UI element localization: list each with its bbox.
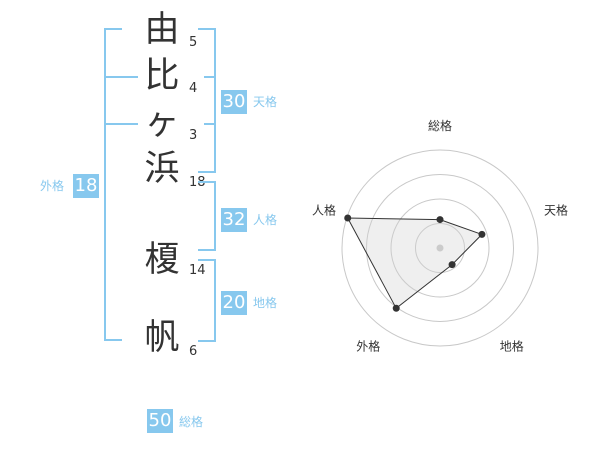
stroke-count-2: 4 [189,81,198,96]
radar-point-3 [448,261,456,269]
radar-point-5 [344,214,352,222]
radar-point-1 [436,216,444,224]
name-char-2: 比 [144,56,180,96]
radar-axis-label: 天格 [544,202,568,217]
bracket-tick [204,76,216,78]
radar-axis-label: 外格 [356,339,380,354]
name-char-1: 由 [144,10,180,50]
name-char-4: 浜 [144,149,180,189]
radar-ring [415,223,465,273]
chikaku-value-badge: 20 [221,291,247,315]
bracket-tick [104,123,138,125]
jinkaku-label: 人格 [253,213,278,227]
radar-ring [390,198,490,298]
stroke-count-5: 14 [189,263,206,278]
name-char-5: 榎 [144,240,180,280]
gaikaku-value-badge: 18 [73,174,99,198]
stroke-count-1: 5 [189,35,198,50]
jinkaku-value-badge: 32 [221,208,247,232]
tenkaku-label: 天格 [253,95,278,109]
name-char-6: 帆 [144,318,180,358]
gaikaku-label: 外格 [40,179,65,193]
radar-center [436,244,444,252]
name-char-3: ヶ [144,103,180,143]
stroke-count-6: 6 [189,344,198,359]
stroke-count-3: 3 [189,128,198,143]
chikaku-bracket [198,259,216,342]
radar-axis-label: 総格 [428,118,452,133]
tenkaku-value-badge: 30 [221,90,247,114]
radar-ring [341,149,539,347]
jinkaku-bracket [198,181,216,251]
radar-point-2 [478,230,486,238]
tenkaku-bracket [198,28,216,173]
radar-axis-label: 地格 [500,339,524,354]
gaikaku-bracket [104,28,122,341]
soukaku-label: 総格 [179,415,204,429]
stroke-count-4: 18 [189,175,206,190]
bracket-tick [104,76,138,78]
bracket-tick [204,123,216,125]
radar-axis-label: 人格 [312,202,336,217]
chikaku-label: 地格 [253,296,278,310]
radar-polygon [346,217,483,310]
soukaku-value-badge: 50 [147,409,173,433]
radar-ring [366,174,514,322]
radar-point-4 [392,304,400,312]
